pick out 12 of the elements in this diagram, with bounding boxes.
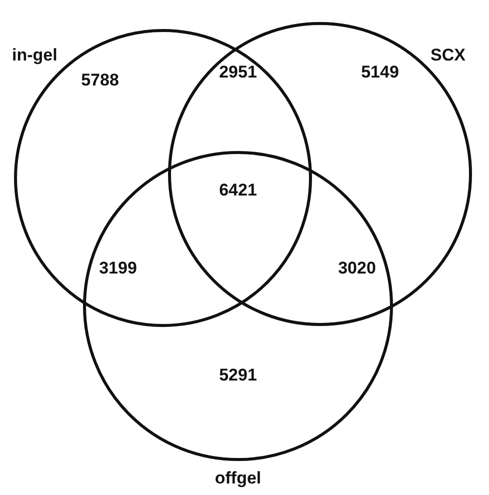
region-count: 6421 [219,182,257,198]
set-label: in-gel [12,46,58,64]
region-count: 2951 [219,64,257,80]
region-count: 5788 [81,72,119,88]
set-label: SCX [430,46,466,64]
region-count: 5149 [361,64,399,80]
set-label: offgel [214,470,262,486]
set-circle [168,22,472,326]
set-circle [14,29,312,327]
region-count: 3199 [99,260,137,276]
region-count: 5291 [219,366,257,384]
region-count: 3020 [338,260,376,276]
